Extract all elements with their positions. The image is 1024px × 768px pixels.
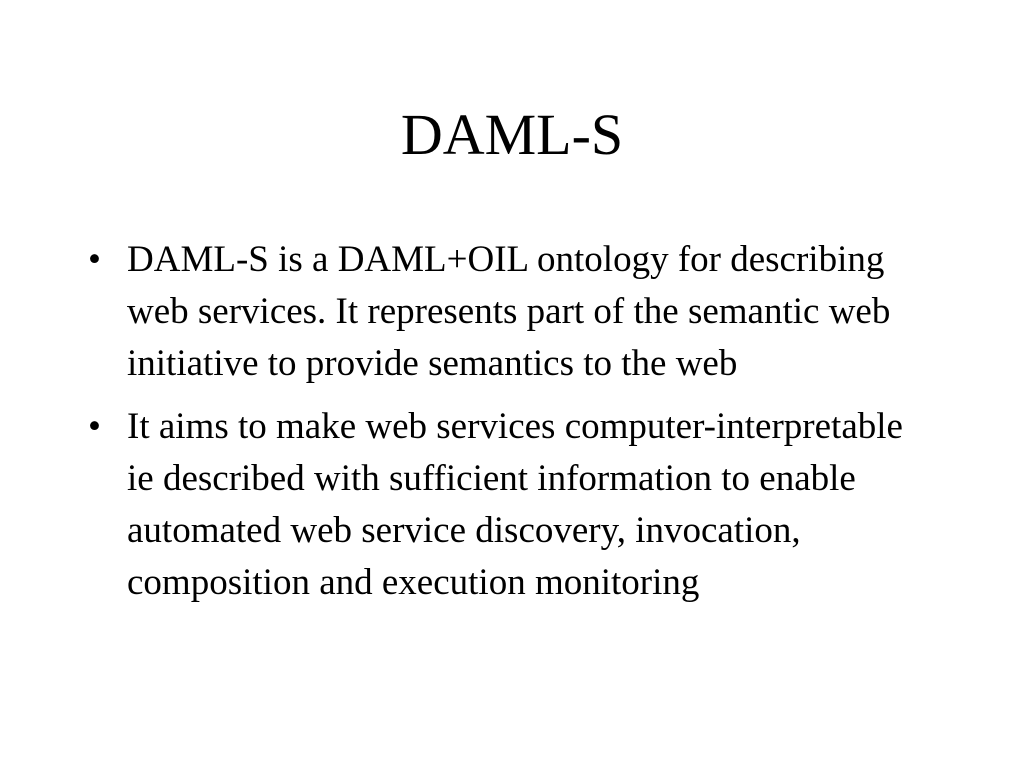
- slide-title: DAML-S: [400, 102, 624, 167]
- bullet-item: • It aims to make web services computer-…: [84, 401, 924, 609]
- bullet-dot-icon: •: [88, 239, 101, 280]
- bullet-dot-icon: •: [88, 406, 101, 447]
- bullet-text: It aims to make web services computer-in…: [127, 406, 903, 603]
- bullet-text: DAML-S is a DAML+OIL ontology for descri…: [127, 239, 891, 384]
- bullet-item: • DAML-S is a DAML+OIL ontology for desc…: [84, 234, 924, 390]
- bullet-list: • DAML-S is a DAML+OIL ontology for desc…: [84, 234, 924, 609]
